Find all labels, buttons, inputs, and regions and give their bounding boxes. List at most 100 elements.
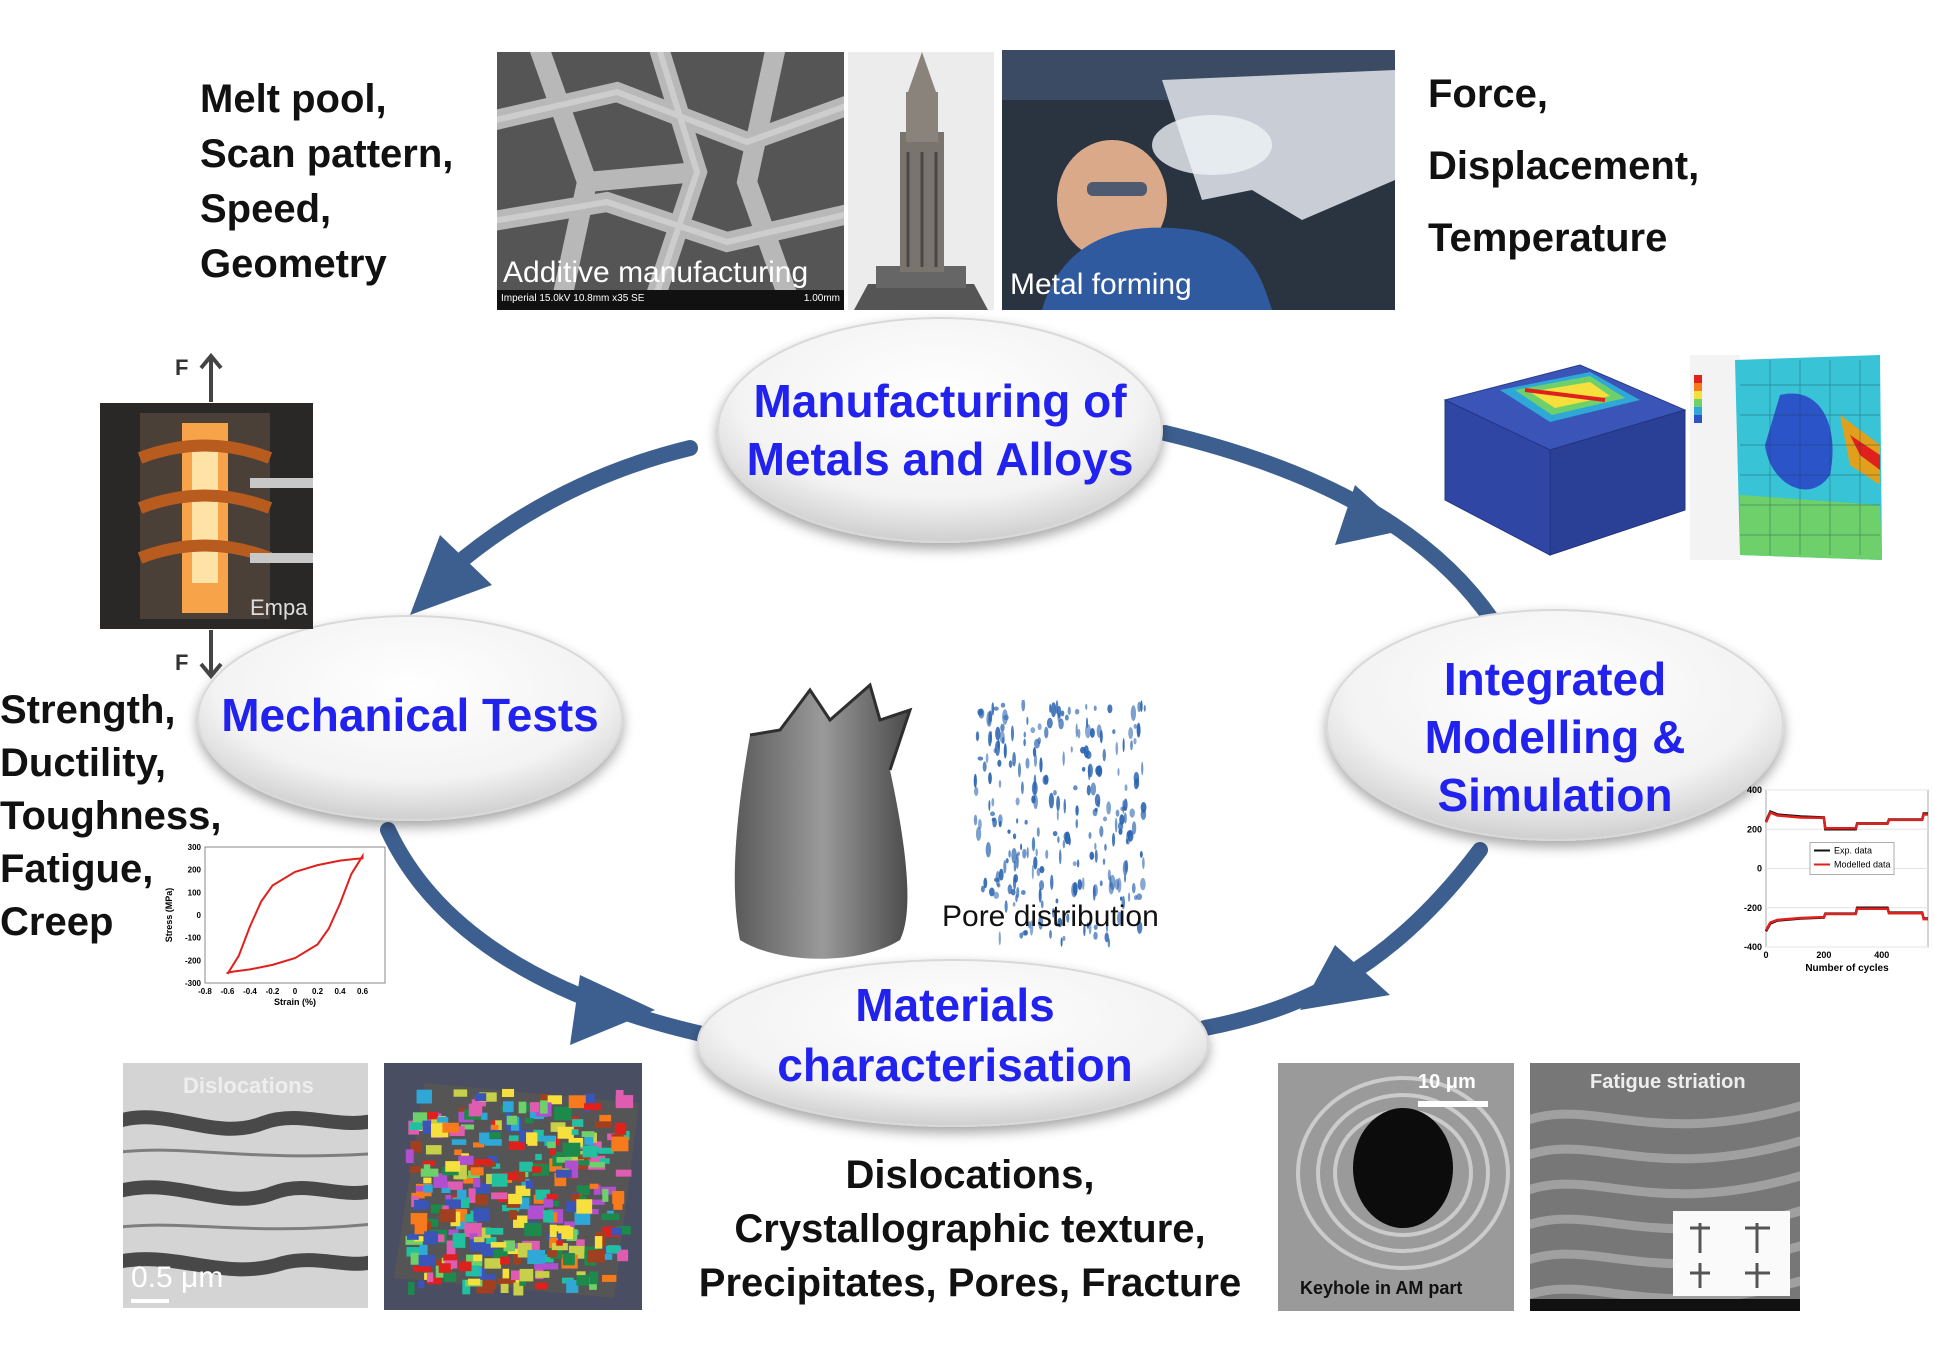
keyhole-sem-image: 10 μm Keyhole in AM part [1278, 1063, 1514, 1311]
pore-dot [973, 773, 977, 788]
pore-dot [993, 891, 1000, 899]
grain [490, 1242, 507, 1248]
grain [547, 1095, 562, 1105]
grain [464, 1214, 477, 1223]
pore-dot [1062, 839, 1066, 849]
pore-dot [1129, 808, 1135, 818]
pore-dot [1055, 898, 1059, 904]
dislocations-scale: 0.5 μm [131, 1261, 224, 1294]
pore-dot [1007, 884, 1013, 895]
pore-dot [1136, 893, 1143, 901]
pore-dot [1075, 819, 1078, 829]
grain [475, 1194, 488, 1206]
cyclic-legend-label: Exp. data [1834, 846, 1872, 856]
pore-dot [1026, 716, 1029, 726]
arrow-manufacturing-to-mechanical [442, 440, 698, 578]
pore-distribution-image [973, 700, 1147, 948]
pore-dot [1122, 860, 1128, 876]
pore-dot [995, 726, 1001, 741]
pore-dot [1022, 930, 1028, 936]
dislocations-tem-image: Dislocations 0.5 μm [123, 1063, 368, 1308]
arrow-mechanical-to-characterisation [380, 822, 738, 1048]
grain [502, 1204, 520, 1212]
pore-dot [985, 841, 992, 858]
cyclic-legend-label: Modelled data [1834, 860, 1891, 870]
characterisation-features: Dislocations, Crystallographic texture, … [660, 1148, 1280, 1310]
pore-dot [1119, 896, 1123, 901]
pore-dot [1112, 729, 1116, 735]
pore-dot [1055, 700, 1059, 715]
pore-dot [1031, 781, 1038, 796]
grain [463, 1175, 476, 1184]
pore-dot [1060, 710, 1065, 717]
pore-dot [1033, 856, 1038, 870]
input-melt-pool: Melt pool, [200, 77, 387, 121]
pore-dot [1008, 760, 1013, 768]
pore-dot [1011, 848, 1017, 864]
grain [571, 1129, 579, 1135]
induction-coil-illustration [100, 403, 313, 629]
node-manufacturing-line2: Metals and Alloys [746, 433, 1134, 485]
grain [484, 1139, 502, 1146]
grain [423, 1184, 433, 1193]
grain [525, 1180, 533, 1189]
pore-dot [1136, 722, 1141, 738]
pore-dot [1111, 832, 1116, 847]
hysteresis-xtick: 0.6 [357, 987, 369, 996]
grain [607, 1245, 620, 1253]
grain [445, 1199, 461, 1209]
pore-dot [1143, 705, 1146, 712]
pore-dot [1083, 924, 1086, 937]
pore-dot [1088, 921, 1092, 935]
pore-dot [1021, 700, 1026, 712]
grain [599, 1114, 612, 1123]
pore-dot [1081, 766, 1086, 772]
cyclic-xtick: 200 [1816, 950, 1831, 960]
empa-induction-image: Empa [100, 403, 313, 629]
pore-dot [1123, 812, 1127, 824]
grain [426, 1272, 434, 1283]
pore-dot [1077, 879, 1083, 891]
pore-dot [1000, 702, 1006, 708]
fem-block-image [1440, 360, 1690, 560]
pore-dot [1072, 881, 1078, 896]
grain [493, 1249, 508, 1259]
pore-dot [1086, 784, 1091, 796]
pore-dot [1013, 860, 1017, 872]
pore-dot [1024, 819, 1028, 825]
hysteresis-ytick: -100 [185, 934, 202, 943]
prop-fatigue: Fatigue, [0, 847, 154, 891]
pore-dot [1036, 827, 1040, 837]
pore-dot [975, 731, 980, 742]
hysteresis-ytick: 200 [188, 866, 202, 875]
grain [497, 1278, 516, 1284]
pore-dot [1096, 724, 1102, 738]
grain [533, 1129, 544, 1142]
node-manufacturing-shape [717, 317, 1163, 543]
input-temperature: Temperature [1428, 216, 1668, 260]
tem-illustration [123, 1063, 368, 1308]
grain [468, 1103, 483, 1117]
hysteresis-xtick: -0.4 [243, 987, 257, 996]
pore-dot [991, 702, 995, 716]
grain [574, 1210, 591, 1225]
pore-dot [1087, 763, 1093, 778]
pore-dot [988, 887, 995, 897]
pore-dot [1136, 920, 1143, 934]
cyclic-series [1764, 810, 1928, 830]
grain [508, 1209, 517, 1220]
grain [616, 1225, 631, 1235]
pore-dot [1044, 726, 1049, 739]
grain [433, 1173, 448, 1188]
striation-illustration [1530, 1063, 1800, 1311]
grain [562, 1253, 575, 1266]
pore-dot [1000, 723, 1005, 732]
grain [418, 1280, 425, 1289]
pore-dot [1023, 731, 1027, 738]
pore-dot [1029, 920, 1034, 936]
empa-caption: Empa [250, 595, 308, 620]
pore-dot [1140, 802, 1147, 814]
pore-dot [1038, 915, 1044, 930]
hysteresis-frame [204, 846, 386, 984]
grain [503, 1240, 515, 1252]
